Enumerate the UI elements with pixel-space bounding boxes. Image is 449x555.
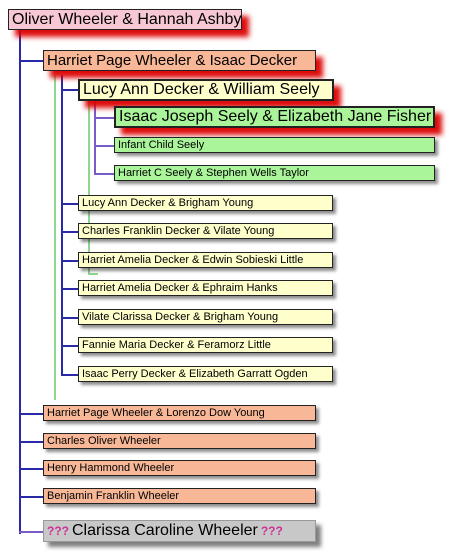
person-infant-seely-label: Infant Child Seely	[118, 139, 205, 151]
harriet-branch-4	[61, 288, 78, 290]
person-decker-child-label: Harriet Amelia Decker & Ephraim Hanks	[82, 282, 278, 294]
harriet-branch-5	[61, 317, 78, 319]
person-decker-child-label: Lucy Ann Decker & Brigham Young	[82, 197, 254, 209]
harriet-branch-1	[61, 203, 78, 205]
person-decker-child-7[interactable]: Isaac Perry Decker & Elizabeth Garratt O…	[78, 366, 333, 382]
person-wheeler-child-label: Charles Oliver Wheeler	[47, 435, 161, 447]
harriet-branch-lucy-seely	[61, 89, 78, 91]
lucy-branch-harriet-c	[94, 173, 114, 175]
lucy-green-line	[88, 100, 90, 275]
harriet-branch-2	[61, 231, 78, 233]
person-root[interactable]: Oliver Wheeler & Hannah Ashby	[8, 9, 242, 30]
lucy-trunk-line	[94, 100, 96, 174]
person-wheeler-child-label: Harriet Page Wheeler & Lorenzo Dow Young	[47, 407, 265, 419]
person-wheeler-child-1[interactable]: Harriet Page Wheeler & Lorenzo Dow Young	[43, 405, 316, 421]
harriet-branch-3	[61, 260, 78, 262]
person-clarissa[interactable]: ??? Clarissa Caroline Wheeler ???	[43, 520, 316, 542]
person-decker-child-4[interactable]: Harriet Amelia Decker & Ephraim Hanks	[78, 280, 333, 296]
person-decker-child-1[interactable]: Lucy Ann Decker & Brigham Young	[78, 195, 333, 211]
harriet-branch-6	[61, 345, 78, 347]
person-decker-child-5[interactable]: Vilate Clarissa Decker & Brigham Young	[78, 309, 333, 325]
person-infant-seely[interactable]: Infant Child Seely	[114, 137, 435, 153]
harriet-branch-7	[61, 374, 78, 376]
lucy-branch-infant	[94, 145, 114, 147]
root-branch-benjamin	[19, 496, 43, 498]
person-lucy-seely[interactable]: Lucy Ann Decker & William Seely	[78, 79, 334, 101]
person-wheeler-child-3[interactable]: Henry Hammond Wheeler	[43, 460, 316, 476]
root-trunk-line	[19, 28, 21, 534]
harriet-green-line	[54, 75, 56, 400]
person-wheeler-child-label: Henry Hammond Wheeler	[47, 462, 175, 474]
person-harriet-isaac-label: Harriet Page Wheeler & Isaac Decker	[47, 52, 298, 69]
lucy-green-branch	[88, 273, 98, 275]
lucy-branch-isaac	[94, 117, 114, 119]
person-clarissa-label: Clarissa Caroline Wheeler	[72, 522, 258, 539]
person-lucy-seely-label: Lucy Ann Decker & William Seely	[83, 81, 320, 98]
person-isaac-seely[interactable]: Isaac Joseph Seely & Elizabeth Jane Fish…	[114, 106, 435, 128]
root-branch-clarissa	[19, 531, 43, 533]
person-isaac-seely-label: Isaac Joseph Seely & Elizabeth Jane Fish…	[119, 108, 432, 125]
person-decker-child-2[interactable]: Charles Franklin Decker & Vilate Young	[78, 223, 333, 239]
person-decker-child-label: Charles Franklin Decker & Vilate Young	[82, 225, 275, 237]
unknown-suffix: ???	[260, 524, 283, 538]
person-harriet-isaac[interactable]: Harriet Page Wheeler & Isaac Decker	[43, 50, 316, 71]
harriet-trunk-line	[61, 75, 63, 375]
root-branch-henry	[19, 468, 43, 470]
root-branch-harriet	[19, 60, 43, 62]
person-wheeler-child-label: Benjamin Franklin Wheeler	[47, 490, 180, 502]
person-wheeler-child-2[interactable]: Charles Oliver Wheeler	[43, 433, 316, 449]
person-decker-child-label: Isaac Perry Decker & Elizabeth Garratt O…	[82, 368, 308, 380]
person-decker-child-label: Harriet Amelia Decker & Edwin Sobieski L…	[82, 254, 304, 266]
person-decker-child-label: Fannie Maria Decker & Feramorz Little	[82, 339, 271, 351]
person-wheeler-child-4[interactable]: Benjamin Franklin Wheeler	[43, 488, 316, 504]
person-decker-child-3[interactable]: Harriet Amelia Decker & Edwin Sobieski L…	[78, 252, 333, 268]
person-decker-child-label: Vilate Clarissa Decker & Brigham Young	[82, 311, 279, 323]
person-harriet-c-seely[interactable]: Harriet C Seely & Stephen Wells Taylor	[114, 165, 435, 181]
root-branch-lorenzo	[19, 413, 43, 415]
person-harriet-c-seely-label: Harriet C Seely & Stephen Wells Taylor	[118, 167, 309, 179]
root-branch-charles	[19, 441, 43, 443]
person-root-label: Oliver Wheeler & Hannah Ashby	[12, 10, 242, 28]
person-decker-child-6[interactable]: Fannie Maria Decker & Feramorz Little	[78, 337, 333, 353]
unknown-prefix: ???	[47, 524, 69, 538]
